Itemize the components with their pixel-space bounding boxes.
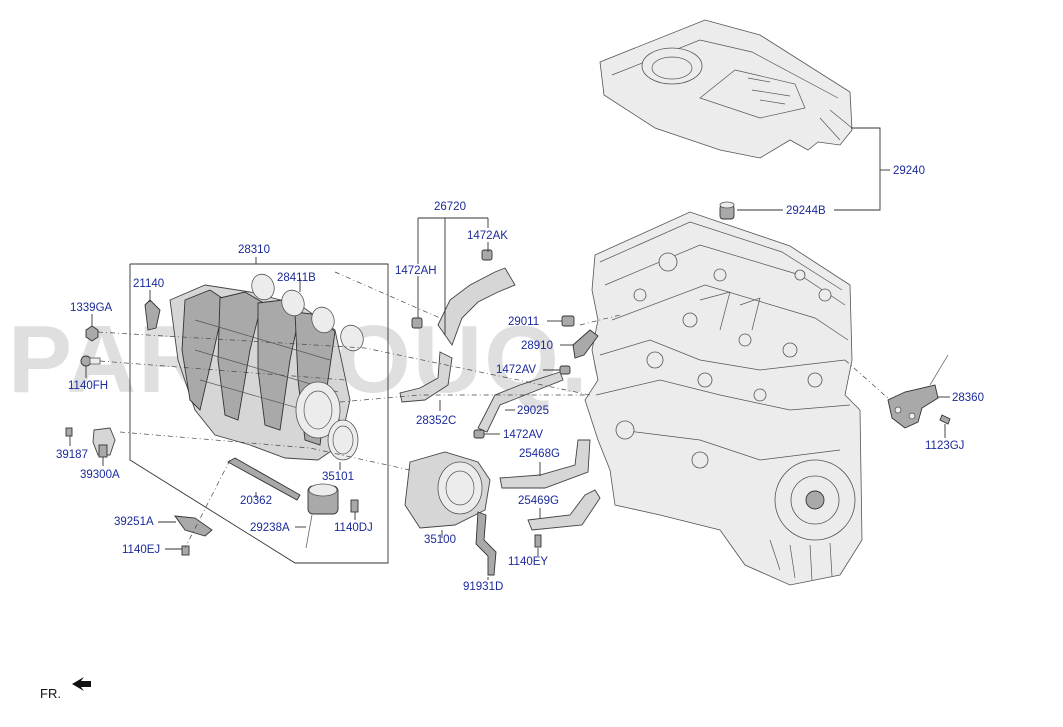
label-39187[interactable]: 39187 (56, 449, 88, 461)
hose-25469G-part[interactable] (527, 489, 601, 531)
label-1472AV-lower[interactable]: 1472AV (503, 429, 543, 441)
front-arrow-icon (72, 677, 91, 691)
bracket-39251A-part[interactable] (174, 515, 213, 537)
label-29244B[interactable]: 29244B (786, 205, 826, 217)
label-39300A[interactable]: 39300A (80, 469, 120, 481)
part-labels: 29240 29244B 28310 28411B 21140 1339GA 1… (56, 165, 984, 593)
clamp-ah-part[interactable] (411, 317, 423, 329)
wiring-91931D-part[interactable] (475, 511, 497, 576)
label-28310[interactable]: 28310 (238, 244, 270, 256)
hose-28352C-part[interactable] (399, 351, 453, 403)
label-1123GJ[interactable]: 1123GJ (925, 440, 964, 452)
sensor-39300A-part[interactable] (92, 427, 116, 458)
label-35101[interactable]: 35101 (322, 471, 354, 483)
label-1140DJ[interactable]: 1140DJ (334, 522, 373, 534)
bolt-gj-part[interactable] (939, 414, 951, 425)
front-label: FR. (40, 686, 61, 701)
bolt-ej-part[interactable] (181, 545, 190, 556)
pcv-28910-part[interactable] (572, 329, 599, 359)
bracket-28360-part[interactable] (887, 354, 949, 429)
label-1339GA[interactable]: 1339GA (70, 302, 113, 314)
assembly-dash-lines (97, 271, 891, 549)
label-28411B[interactable]: 28411B (277, 272, 316, 284)
engine-block-part (584, 211, 863, 586)
manifold-group-outline (129, 263, 389, 564)
label-91931D[interactable]: 91931D (463, 581, 503, 593)
engine-cover-part[interactable] (599, 19, 853, 159)
manifold-gasket-part[interactable] (248, 271, 367, 354)
hose-29025-part[interactable] (477, 371, 564, 433)
label-1140EY[interactable]: 1140EY (508, 556, 548, 568)
throttle-gasket-part[interactable] (327, 419, 359, 461)
cover-grommet-part[interactable] (719, 201, 735, 220)
label-20362[interactable]: 20362 (240, 495, 272, 507)
clamp-av-1-part[interactable] (559, 365, 571, 375)
sensor-39187-part[interactable] (65, 427, 73, 437)
label-25468G[interactable]: 25468G (519, 448, 560, 460)
label-26720[interactable]: 26720 (434, 201, 466, 213)
leader-lines (69, 127, 950, 580)
label-29238A[interactable]: 29238A (250, 522, 290, 534)
label-39251A[interactable]: 39251A (114, 516, 154, 528)
label-1472AK[interactable]: 1472AK (467, 230, 508, 242)
valve-29011-part[interactable] (561, 315, 575, 327)
label-25469G[interactable]: 25469G (518, 495, 559, 507)
hose-clamp-bracket-part[interactable] (144, 299, 161, 331)
intake-manifold-part[interactable] (169, 284, 351, 461)
label-21140[interactable]: 21140 (133, 278, 164, 290)
hose-26720-part[interactable] (437, 267, 516, 346)
throttle-body-part[interactable] (404, 451, 491, 529)
label-1472AV-upper[interactable]: 1472AV (496, 364, 536, 376)
bolt-dj-part[interactable] (350, 499, 359, 513)
label-29025[interactable]: 29025 (517, 405, 549, 417)
bolt-ey-part[interactable] (534, 534, 542, 548)
label-29240[interactable]: 29240 (893, 165, 925, 177)
label-1140FH[interactable]: 1140FH (68, 380, 108, 392)
clamp-ak-part[interactable] (481, 249, 493, 261)
rod-20362-part[interactable] (227, 457, 301, 501)
label-35100[interactable]: 35100 (424, 534, 456, 546)
clamp-av-2-part[interactable] (473, 429, 485, 439)
label-28352C[interactable]: 28352C (416, 415, 456, 427)
label-29011[interactable]: 29011 (508, 316, 539, 328)
actuator-29238A-part[interactable] (305, 483, 339, 549)
hose-25468G-part[interactable] (499, 439, 591, 489)
label-28910[interactable]: 28910 (521, 340, 553, 352)
label-28360[interactable]: 28360 (952, 392, 984, 404)
label-1472AH[interactable]: 1472AH (395, 265, 437, 277)
label-1140EJ[interactable]: 1140EJ (122, 544, 160, 556)
front-direction-indicator: FR. (40, 677, 91, 701)
